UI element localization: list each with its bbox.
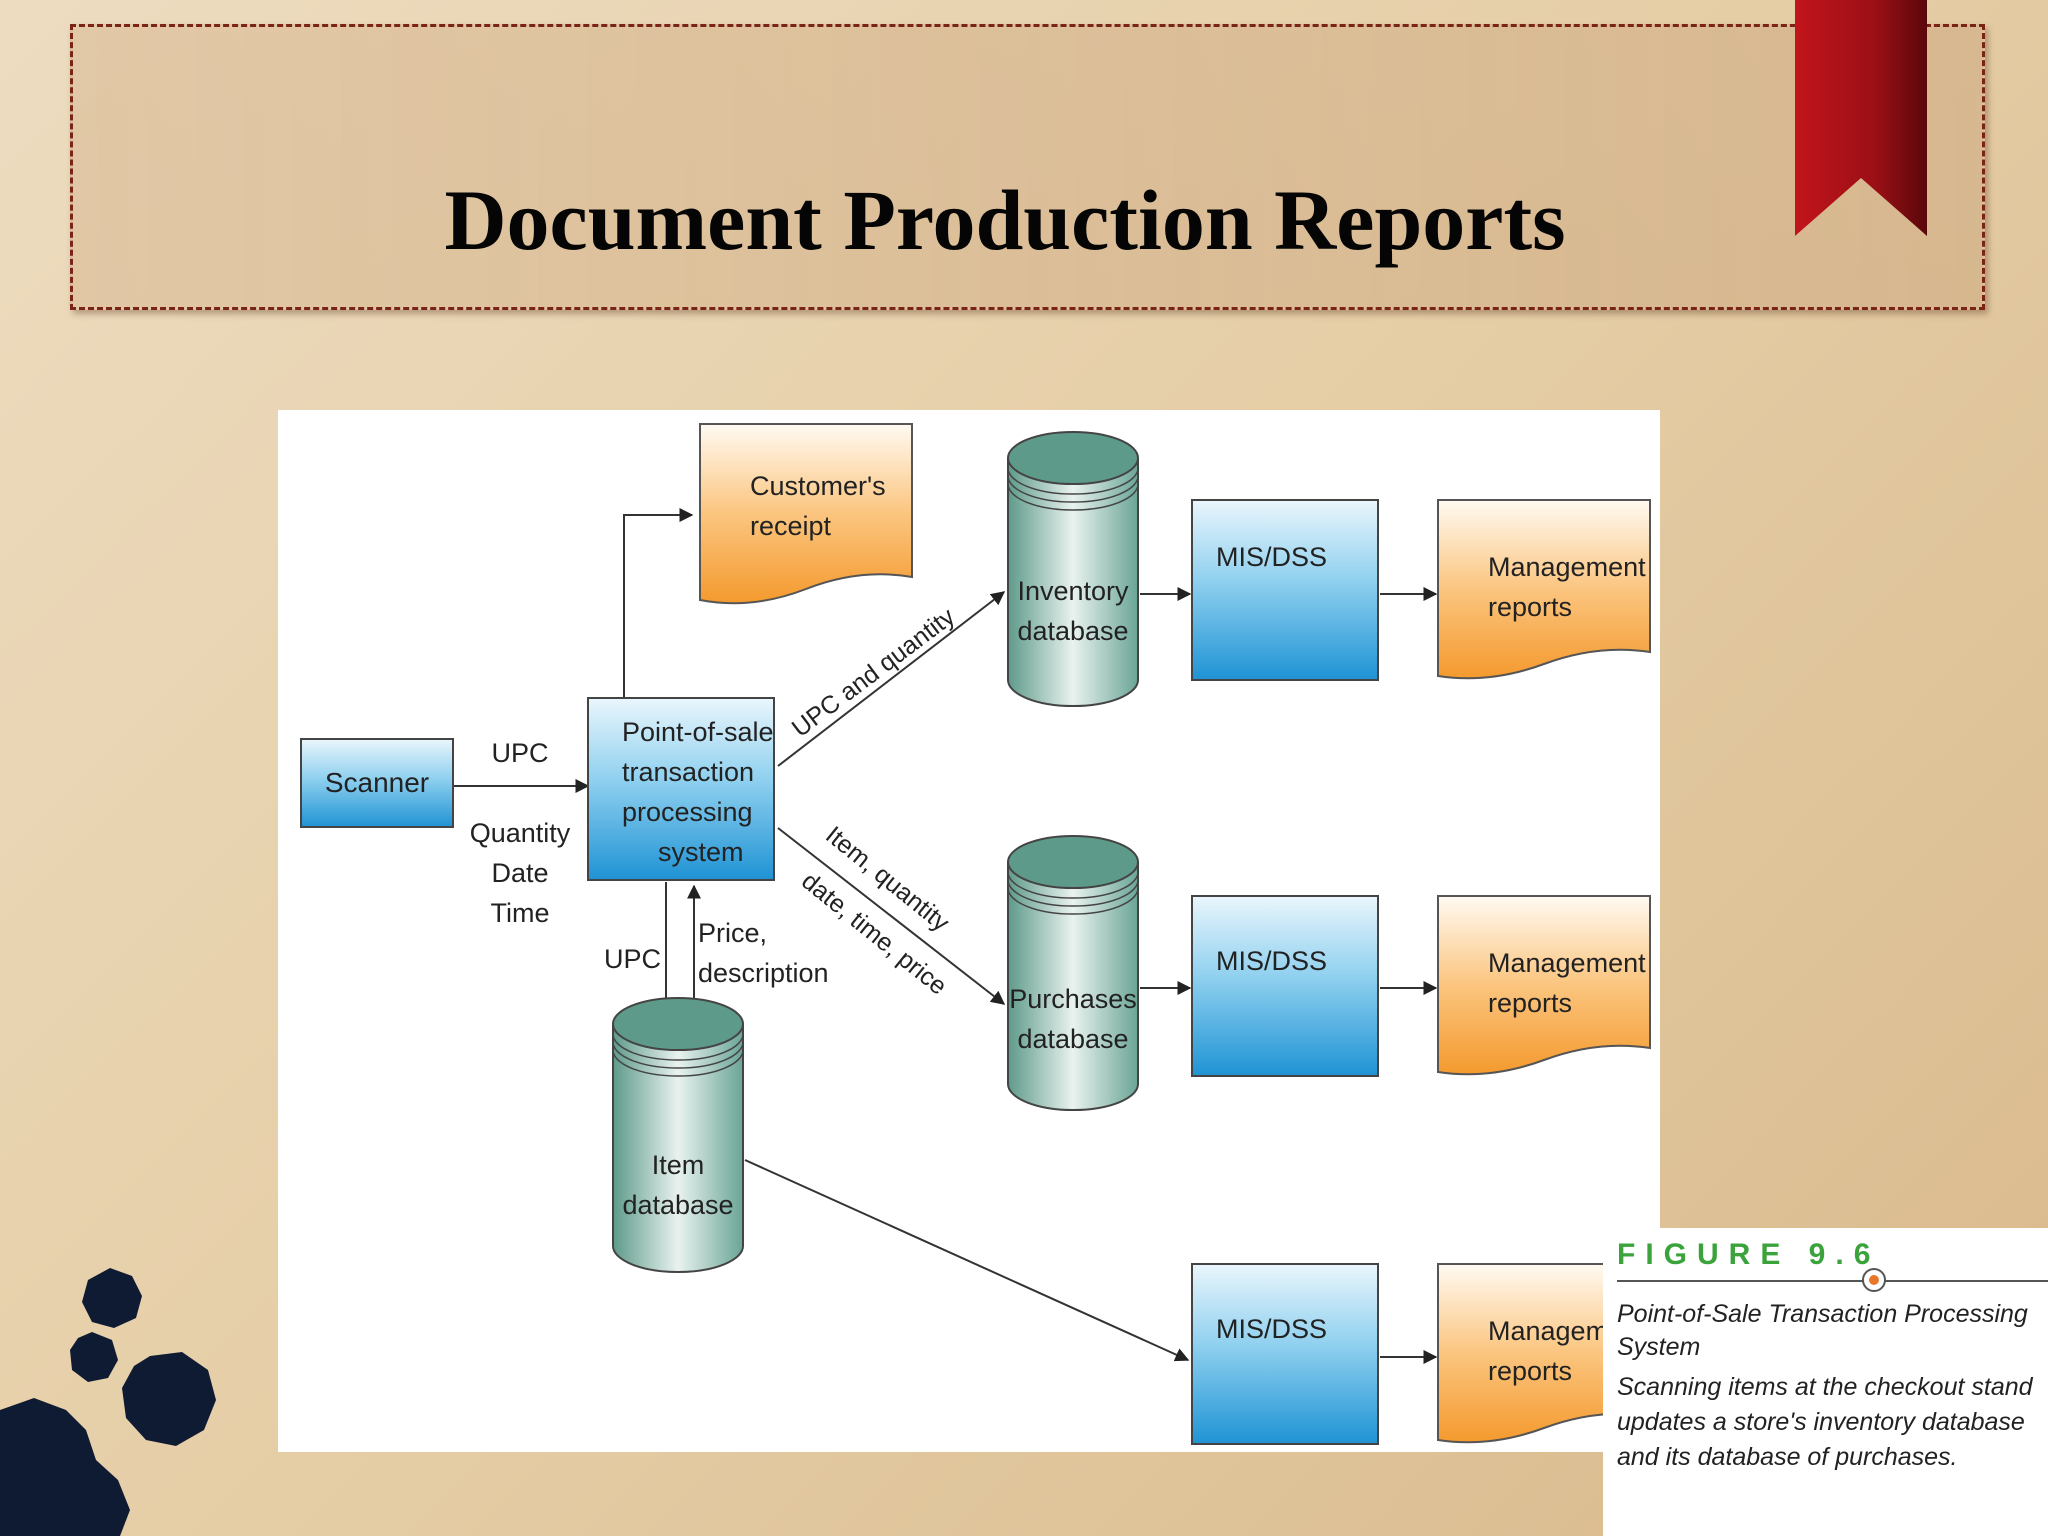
purchases-label-line-2: database <box>1017 1024 1128 1054</box>
pos-label-line-4: system <box>658 837 744 867</box>
reports-3-label-line-2: reports <box>1488 1356 1572 1386</box>
inventory-label-line-1: Inventory <box>1017 576 1129 606</box>
arrow-item-db-to-mis3 <box>744 1159 1190 1362</box>
mis-dss-label-2: MIS/DSS <box>1216 946 1327 976</box>
customer-receipt-document: Customer's receipt <box>699 423 913 605</box>
slide-title: Document Production Reports <box>444 172 1566 268</box>
edge-label-upc-and-quantity: UPC and quantity <box>787 602 961 743</box>
pos-label-line-3: processing <box>622 797 753 827</box>
reports-3-label-line-1: Manageme <box>1488 1316 1623 1346</box>
figure-rule <box>1617 1268 2048 1292</box>
reports-1-label-line-2: reports <box>1488 592 1572 622</box>
mis-dss-label-3: MIS/DSS <box>1216 1314 1327 1344</box>
management-reports-document-2: Management reports <box>1437 895 1651 1076</box>
mis-dss-box-3: MIS/DSS <box>1191 1263 1379 1445</box>
arrow-pos-to-receipt <box>623 508 694 698</box>
connectors <box>454 508 1438 1364</box>
edge-label-quantity: Quantity <box>470 818 571 848</box>
arrow-pos-to-inventory <box>777 591 1006 767</box>
diagram-panel <box>278 410 1660 1452</box>
pos-label-line-2: transaction <box>622 757 754 787</box>
receipt-label-line-2: receipt <box>750 511 832 541</box>
scanner-box: Scanner <box>300 738 454 828</box>
edge-label-to-item-db-upc: UPC <box>604 944 661 974</box>
inventory-label-line-2: database <box>1017 616 1128 646</box>
item-database: Item database <box>612 997 744 1273</box>
bookmark-ribbon-icon <box>1795 0 1927 236</box>
edge-label-time: Time <box>491 898 550 928</box>
figure-description: Scanning items at the checkout stand upd… <box>1617 1373 2033 1471</box>
title-frame <box>70 24 1985 310</box>
item-db-label-line-1: Item <box>652 1150 705 1180</box>
pos-label-line-1: Point-of-sale <box>622 717 774 747</box>
purchases-label-line-1: Purchases <box>1009 984 1137 1014</box>
receipt-label-line-1: Customer's <box>750 471 886 501</box>
figure-title: Point-of-Sale Transaction Processing Sys… <box>1617 1300 2028 1361</box>
edge-label-scanner-upc: UPC <box>491 738 548 768</box>
edge-label-description: description <box>698 958 829 988</box>
reports-2-label-line-2: reports <box>1488 988 1572 1018</box>
scanner-label: Scanner <box>325 767 429 798</box>
item-db-label-line-2: database <box>622 1190 733 1220</box>
edge-label-price: Price, <box>698 918 767 948</box>
management-reports-document-3: Manageme reports <box>1437 1263 1651 1444</box>
purchases-database: Purchases database <box>1007 835 1139 1111</box>
arrow-pos-to-purchases <box>777 827 1006 1005</box>
edge-label-date: Date <box>491 858 548 888</box>
figure-number: FIGURE 9.6 <box>1617 1238 1881 1271</box>
mis-dss-box-1: MIS/DSS <box>1191 499 1379 681</box>
mis-dss-box-2: MIS/DSS <box>1191 895 1379 1077</box>
inventory-database: Inventory database <box>1007 431 1139 707</box>
reports-2-label-line-1: Management <box>1488 948 1646 978</box>
mis-dss-label-1: MIS/DSS <box>1216 542 1327 572</box>
figure-dot-icon <box>1862 1268 1886 1292</box>
decorative-ink-blots <box>0 1268 216 1536</box>
pos-system-box: Point-of-sale transaction processing sys… <box>587 697 775 881</box>
reports-1-label-line-1: Management <box>1488 552 1646 582</box>
management-reports-document-1: Management reports <box>1437 499 1651 680</box>
figure-caption: FIGURE 9.6 Point-of-Sale Transaction Pro… <box>1603 1228 2048 1536</box>
